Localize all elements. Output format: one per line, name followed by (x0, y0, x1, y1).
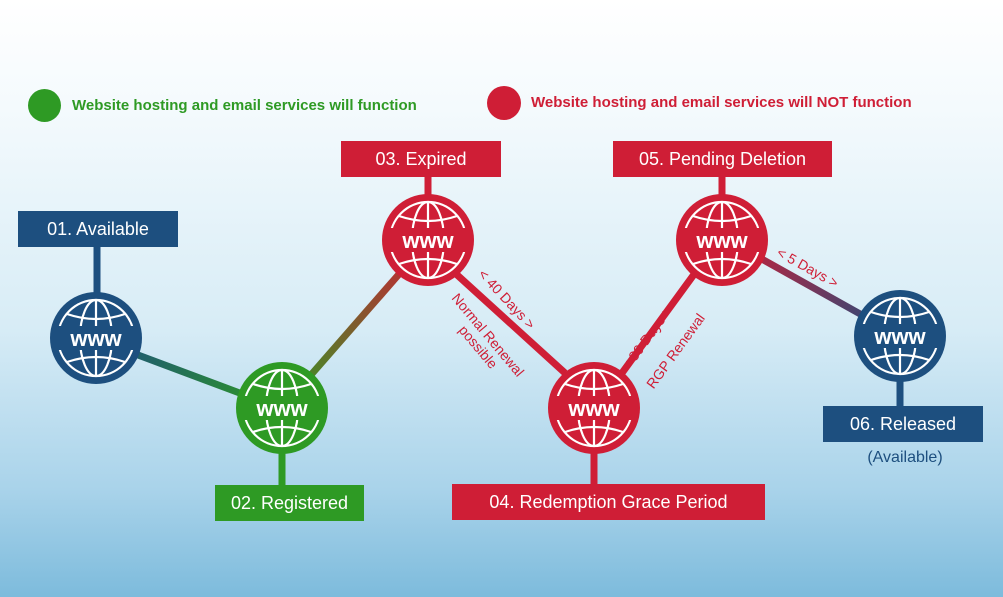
legend-function-text: Website hosting and email services will … (72, 97, 417, 114)
globe-expired-icon: www (382, 194, 474, 286)
line-registered-expired (307, 270, 403, 379)
globe-label: www (873, 324, 926, 349)
line-available-registered (128, 348, 247, 399)
globe-pending-icon: www (676, 194, 768, 286)
globe-label: www (695, 228, 748, 253)
globe-label: www (401, 228, 454, 253)
stage-expired-box: 03. Expired (341, 141, 501, 177)
globe-label: www (255, 396, 308, 421)
globe-shape: www (236, 362, 328, 454)
globe-shape: www (382, 194, 474, 286)
line-pending-released (758, 254, 864, 319)
globe-released-icon: www (854, 290, 946, 382)
stage-available-box: 01. Available (18, 211, 178, 247)
stage-redemption-box: 04. Redemption Grace Period (452, 484, 765, 520)
stage-pending-box: 05. Pending Deletion (613, 141, 832, 177)
globe-shape: www (854, 290, 946, 382)
globe-shape: www (50, 292, 142, 384)
green-status-dot (28, 89, 61, 122)
globe-shape: www (676, 194, 768, 286)
line-expired-redemption (452, 270, 568, 376)
globe-shape: www (548, 362, 640, 454)
line-redemption-pending (619, 270, 698, 376)
globe-available-icon: www (50, 292, 142, 384)
stage-released-box: 06. Released (823, 406, 983, 442)
globe-label: www (567, 396, 620, 421)
stage-registered-box: 02. Registered (215, 485, 364, 521)
released-sub-label: (Available) (867, 449, 943, 466)
globe-registered-icon: www (236, 362, 328, 454)
globe-label: www (69, 326, 122, 351)
legend-not-function-text: Website hosting and email services will … (531, 94, 912, 111)
globe-redemption-icon: www (548, 362, 640, 454)
red-status-dot (487, 86, 521, 120)
